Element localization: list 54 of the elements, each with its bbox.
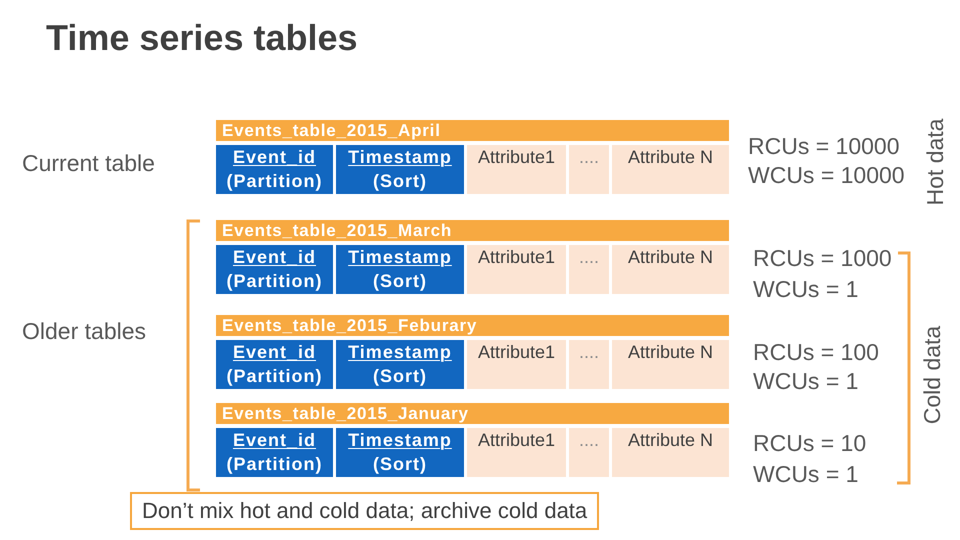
key-role: (Sort) xyxy=(373,365,427,388)
field-name: Timestamp xyxy=(348,146,452,169)
key-role: (Partition) xyxy=(226,365,322,388)
capacity-value: WCUs = 1 xyxy=(753,367,858,395)
table-name-bar: Events_table_2015_January xyxy=(216,403,729,424)
field-name: Event_id xyxy=(232,246,316,269)
key-role: (Sort) xyxy=(373,453,427,476)
capacity-value: WCUs = 10000 xyxy=(748,161,905,189)
field-name: Event_id xyxy=(232,341,316,364)
capacity-value: RCUs = 1000 xyxy=(753,244,892,272)
key-column-cell xyxy=(336,145,464,194)
table-name-bar: Events_table_2015_April xyxy=(216,120,729,141)
key-role: (Partition) xyxy=(226,170,322,193)
attribute-column-cell: Attribute N xyxy=(612,245,729,294)
capacity-value: RCUs = 100 xyxy=(753,338,879,366)
vertical-label: Hot data xyxy=(921,118,949,206)
ellipsis-column-cell: .... xyxy=(569,340,609,389)
key-role: (Sort) xyxy=(373,270,427,293)
field-name: Event_id xyxy=(232,146,316,169)
attribute-column-cell: Attribute N xyxy=(612,145,729,194)
capacity-value: WCUs = 1 xyxy=(753,275,858,303)
row-group-label: Older tables xyxy=(22,317,146,345)
attribute-column-cell: Attribute1 xyxy=(467,245,566,294)
table-name-bar: Events_table_2015_March xyxy=(216,220,729,241)
note-box: Don’t mix hot and cold data; archive cold data xyxy=(130,492,600,530)
capacity-value: RCUs = 10000 xyxy=(748,132,900,160)
key-role: (Sort) xyxy=(373,170,427,193)
key-column-cell xyxy=(336,340,464,389)
key-role: (Partition) xyxy=(226,270,322,293)
key-column-cell xyxy=(336,245,464,294)
ellipsis-column-cell: .... xyxy=(569,428,609,477)
row-group-label: Current table xyxy=(22,149,155,177)
ellipsis-column-cell: .... xyxy=(569,245,609,294)
key-column-cell xyxy=(216,340,333,389)
key-column-cell xyxy=(216,245,333,294)
vertical-label: Cold data xyxy=(918,326,946,424)
attribute-column-cell: Attribute1 xyxy=(467,340,566,389)
field-name: Timestamp xyxy=(348,341,452,364)
key-column-cell xyxy=(216,145,333,194)
capacity-value: WCUs = 1 xyxy=(753,460,858,488)
field-name: Event_id xyxy=(232,429,316,452)
key-role: (Partition) xyxy=(226,453,322,476)
field-name: Timestamp xyxy=(348,246,452,269)
key-column-cell xyxy=(336,428,464,477)
attribute-column-cell: Attribute1 xyxy=(467,428,566,477)
attribute-column-cell: Attribute1 xyxy=(467,145,566,194)
table-name-bar: Events_table_2015_Feburary xyxy=(216,315,729,336)
page-title: Time series tables xyxy=(46,16,358,60)
ellipsis-column-cell: .... xyxy=(569,145,609,194)
attribute-column-cell: Attribute N xyxy=(612,428,729,477)
key-column-cell xyxy=(216,428,333,477)
attribute-column-cell: Attribute N xyxy=(612,340,729,389)
capacity-value: RCUs = 10 xyxy=(753,429,866,457)
field-name: Timestamp xyxy=(348,429,452,452)
